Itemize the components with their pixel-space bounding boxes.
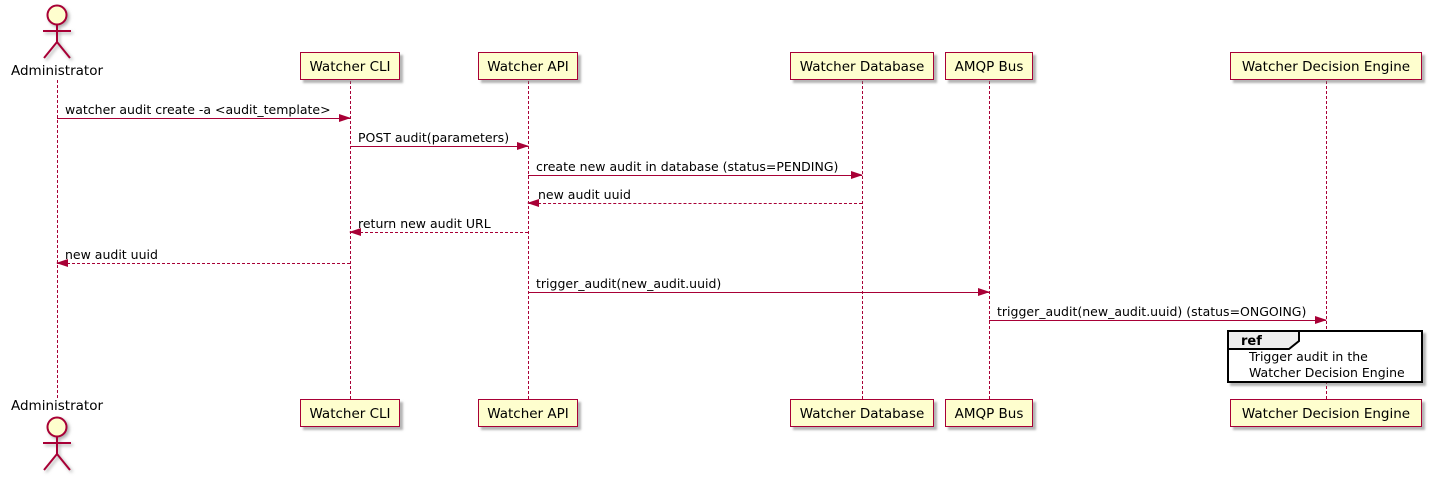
arrowhead-left-icon	[349, 227, 361, 236]
message-label: new audit uuid	[538, 187, 631, 202]
participant-box-watcher-database-top: Watcher Database	[790, 52, 934, 80]
participant-box-watcher-cli-top: Watcher CLI	[300, 52, 400, 80]
lifeline-watcher-database	[862, 81, 863, 399]
ref-keyword: ref	[1241, 334, 1262, 349]
actor-label-bottom: Administrator	[10, 398, 104, 414]
arrowhead-left-icon	[527, 198, 539, 207]
message-arrow	[57, 113, 351, 122]
lifeline-watcher-cli	[350, 81, 351, 399]
arrowhead-right-icon	[1315, 315, 1327, 324]
message-label: return new audit URL	[358, 216, 491, 231]
arrowhead-right-icon	[517, 141, 529, 150]
message-arrow	[989, 315, 1327, 324]
message-arrow	[527, 198, 862, 207]
message-label: POST audit(parameters)	[358, 130, 510, 145]
message-arrow	[528, 170, 863, 179]
lifeline-watcher-api	[528, 81, 529, 399]
message-arrow	[350, 141, 529, 150]
arrowhead-right-icon	[978, 287, 990, 296]
lifeline-administrator	[57, 80, 58, 398]
participant-box-amqp-bus-bottom: AMQP Bus	[945, 399, 1033, 427]
participant-box-watcher-cli-bottom: Watcher CLI	[300, 399, 400, 427]
ref-text-line: Watcher Decision Engine	[1249, 365, 1405, 380]
message-arrow	[56, 258, 350, 267]
participant-box-watcher-api-bottom: Watcher API	[478, 399, 578, 427]
participant-box-watcher-decision-engine-bottom: Watcher Decision Engine	[1230, 399, 1422, 427]
arrowhead-right-icon	[851, 170, 863, 179]
actor-figure-icon	[43, 4, 71, 59]
ref-text: Trigger audit in the Watcher Decision En…	[1249, 349, 1405, 381]
participant-box-amqp-bus-top: AMQP Bus	[945, 52, 1033, 80]
lifeline-amqp-bus	[989, 81, 990, 399]
ref-fragment: ref Trigger audit in the Watcher Decisio…	[1227, 330, 1423, 383]
actor-label-top: Administrator	[10, 63, 104, 79]
message-label: trigger_audit(new_audit.uuid)	[536, 276, 722, 291]
ref-tab-icon	[1227, 330, 1300, 350]
message-label: new audit uuid	[65, 247, 158, 262]
lifeline-watcher-decision-engine	[1326, 81, 1327, 399]
arrowhead-left-icon	[56, 258, 68, 267]
message-label: trigger_audit(new_audit.uuid) (status=ON…	[997, 304, 1307, 319]
participant-box-watcher-decision-engine-top: Watcher Decision Engine	[1230, 52, 1422, 80]
participant-box-watcher-api-top: Watcher API	[478, 52, 578, 80]
arrowhead-right-icon	[339, 113, 351, 122]
ref-text-line: Trigger audit in the	[1249, 349, 1368, 364]
actor-figure-icon	[43, 416, 71, 471]
message-arrow	[528, 287, 990, 296]
message-label: create new audit in database (status=PEN…	[536, 159, 839, 174]
message-label: watcher audit create -a <audit_template>	[65, 102, 331, 117]
message-arrow	[349, 227, 528, 236]
participant-box-watcher-database-bottom: Watcher Database	[790, 399, 934, 427]
